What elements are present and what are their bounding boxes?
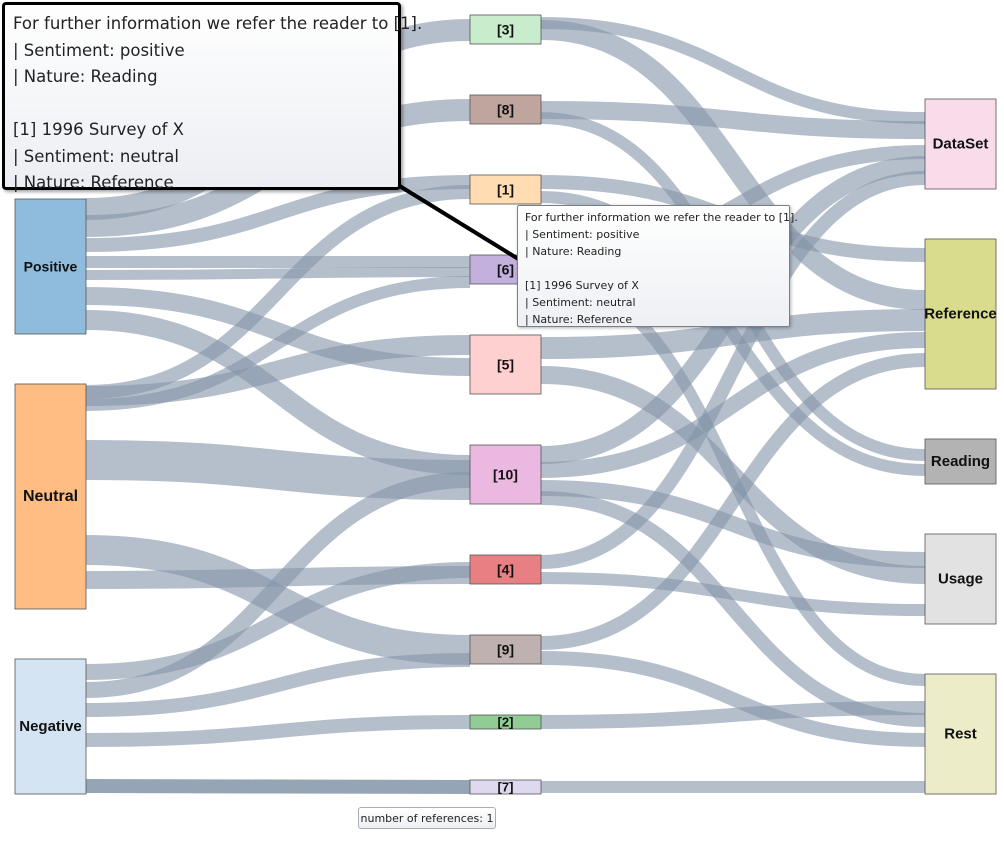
flow-link [540, 651, 926, 747]
flow-link [85, 335, 471, 406]
flow-link [85, 535, 471, 665]
node-r5[interactable]: [5] [469, 334, 542, 395]
flow-link [85, 562, 471, 680]
node-label: Reference [924, 306, 997, 323]
flow-link [540, 572, 926, 616]
node-r2[interactable]: [2] [469, 714, 542, 730]
node-box [14, 658, 87, 795]
tooltip-line: | Nature: Reference [525, 313, 633, 326]
node-label: [5] [497, 357, 514, 373]
flow-link [540, 332, 926, 478]
flow-link [85, 440, 471, 500]
node-box [14, 383, 87, 610]
node-box [469, 334, 542, 395]
node-label: Neutral [23, 488, 78, 505]
flow-link [540, 309, 926, 359]
node-reference[interactable]: Reference [924, 238, 997, 390]
citation-tooltip: For further information we refer the rea… [517, 205, 798, 327]
node-label: Positive [24, 259, 78, 275]
node-box [469, 444, 542, 505]
reference-count-indicator: number of references: 1 [358, 807, 496, 829]
tooltip-line: | Sentiment: neutral [525, 296, 636, 309]
callout-line: | Sentiment: neutral [13, 146, 179, 166]
flow-link [85, 185, 471, 399]
node-box [924, 533, 997, 625]
flow-link [540, 101, 926, 139]
node-label: [10] [493, 467, 518, 483]
flow-link [85, 779, 471, 794]
node-box [469, 634, 542, 665]
node-label: DataSet [933, 136, 989, 153]
node-r1[interactable]: [1] [469, 174, 542, 205]
flow-link [85, 287, 471, 376]
flow-link [540, 171, 926, 569]
node-box [469, 14, 542, 45]
flow-link [540, 480, 926, 568]
flow-link [540, 701, 926, 729]
node-dataset[interactable]: DataSet [924, 98, 997, 190]
tooltip-line: | Sentiment: positive [525, 228, 640, 241]
node-box [14, 198, 87, 335]
node-label: [4] [497, 562, 514, 578]
node-rest[interactable]: Rest [924, 673, 997, 795]
node-label: Negative [19, 718, 82, 735]
node-box [469, 714, 542, 730]
node-r7[interactable]: [7] [469, 779, 542, 795]
node-r4[interactable]: [4] [469, 554, 542, 585]
callout-line: For further information we refer the rea… [13, 14, 423, 33]
node-r8[interactable]: [8] [469, 94, 542, 125]
callout-line: | Nature: Reference [13, 173, 174, 192]
tooltip-line: | Nature: Reading [525, 245, 622, 258]
node-reading[interactable]: Reading [924, 438, 997, 485]
node-label: Rest [944, 726, 977, 743]
tooltip-line: [1] 1996 Survey of X [525, 279, 639, 292]
node-label: [6] [497, 262, 514, 278]
flow-link [540, 20, 926, 310]
callout-line: [1] 1996 Survey of X [13, 120, 184, 139]
tooltip-line: For further information we refer the rea… [525, 211, 798, 224]
flow-link [540, 353, 926, 650]
callout-line: | Nature: Reading [13, 67, 158, 86]
node-r3[interactable]: [3] [469, 14, 542, 45]
node-label: [3] [497, 22, 514, 38]
flow-link [85, 310, 471, 475]
callout-pointer [383, 175, 535, 270]
node-r10[interactable]: [10] [469, 444, 542, 505]
flow-link [85, 715, 471, 747]
node-box [469, 779, 542, 795]
callout-line: | Sentiment: positive [13, 40, 185, 60]
node-r9[interactable]: [9] [469, 634, 542, 665]
flow-link [540, 17, 926, 124]
node-negative[interactable]: Negative [14, 658, 87, 795]
node-usage[interactable]: Usage [924, 533, 997, 625]
flow-link [85, 472, 471, 698]
node-neutral[interactable]: Neutral [14, 383, 87, 610]
node-label: [9] [497, 642, 514, 658]
flow-link [85, 267, 471, 280]
node-box [924, 438, 997, 485]
citation-callout: For further information we refer the rea… [2, 2, 423, 192]
node-label: Usage [938, 571, 983, 588]
node-label: [8] [497, 102, 514, 118]
node-box [924, 98, 997, 190]
node-label: [1] [497, 182, 514, 198]
node-positive[interactable]: Positive [14, 198, 87, 335]
node-box [469, 554, 542, 585]
flow-link [85, 653, 471, 717]
node-label: [2] [498, 715, 514, 730]
node-label: Reading [931, 453, 990, 470]
node-box [924, 673, 997, 795]
node-box [469, 174, 542, 205]
node-label: [7] [498, 780, 514, 795]
node-box [469, 94, 542, 125]
node-box [924, 238, 997, 390]
